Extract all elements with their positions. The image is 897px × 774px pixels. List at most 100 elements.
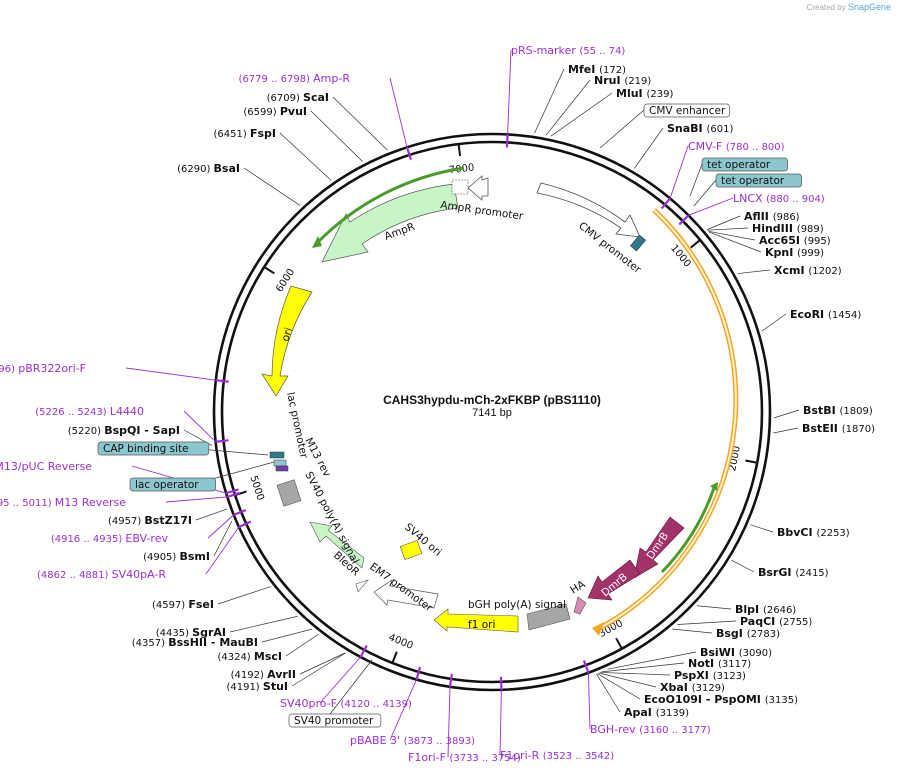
ori-arrow[interactable] [261,285,313,397]
boxed-feature-label[interactable]: CAP binding site [103,443,189,455]
enzyme-site-label[interactable]: AflII (986) [744,210,800,223]
primer-label[interactable]: (5226 .. 5243) L4440 [35,405,144,418]
boxed-feature-label[interactable]: lac operator [135,479,199,491]
enzyme-site-label[interactable]: (4597) FseI [152,598,214,611]
enzyme-leader [708,230,756,241]
primer-label[interactable]: (4995 .. 5011) M13 Reverse [0,496,126,509]
boxed-feature-label[interactable]: tet operator [707,159,771,171]
primer-site-mark [678,214,690,226]
enzyme-site-label[interactable]: EcoO109I - PspOMI (3135) [644,693,798,706]
f1-ori-arrow[interactable] [433,608,519,633]
f1-ori-label: f1 ori [468,619,495,631]
primer-label[interactable]: (5008 .. 5030) M13/pUC Reverse [0,460,92,473]
primer-label[interactable]: pBABE 3' (3873 .. 3893) [350,734,475,747]
primer-label[interactable]: LNCX (880 .. 904) [733,192,825,205]
enzyme-site-label[interactable]: EcoRI (1454) [790,308,861,321]
enzyme-site-label[interactable]: Acc65I (995) [759,234,831,247]
enzyme-site-label[interactable]: (5220) BspQI - SapI [68,424,180,437]
tick-mark [745,459,758,464]
enzyme-leader [696,605,732,610]
enzyme-site-label[interactable]: BbvCI (2253) [777,526,850,539]
enzyme-site-label[interactable]: BsgI (2783) [716,627,780,640]
primer-label[interactable]: (4916 .. 4935) EBV-rev [51,532,169,545]
cds-orange-core [595,209,737,631]
primer-label[interactable]: F1ori-F (3733 .. 3754) [408,751,521,764]
enzyme-site-label[interactable]: KpnI (999) [765,246,824,259]
green-insert-arc [660,487,716,574]
enzyme-site-label[interactable]: (4324) MscI [217,650,282,663]
enzyme-site-label[interactable]: NotI (3117) [688,657,751,670]
enzyme-leader [709,231,762,253]
primer-leader [389,679,417,741]
primer-leader [389,77,408,148]
enzyme-site-label[interactable]: PspXI (3123) [674,669,746,682]
bgh-polya-block[interactable] [526,603,571,631]
enzyme-leader [677,620,737,625]
enzyme-site-label[interactable]: MluI (239) [616,87,673,100]
enzyme-site-label[interactable]: (6290) BsaI [177,162,240,175]
primer-label[interactable]: pRS-marker (55 .. 74) [511,44,625,57]
enzyme-site-label[interactable]: (4957) BstZ17I [108,514,192,527]
enzyme-site-label[interactable]: MfeI (172) [568,63,626,76]
primer-label[interactable]: SV40pro-F (4120 .. 4139) [280,697,412,710]
enzyme-site-label[interactable]: XbaI (3129) [660,681,725,694]
enzyme-site-label[interactable]: PaqCI (2755) [740,615,812,628]
enzyme-leader [550,92,613,137]
primer-leader [499,689,502,756]
ampr-promoter-arrow[interactable] [467,175,489,201]
enzyme-leader [596,673,621,713]
dmrb-arrow-2[interactable] [587,559,641,601]
tick-mark [615,637,623,650]
created-by-text: Created by [806,3,846,12]
ampr-arrow[interactable] [321,183,459,263]
primer-label[interactable]: (5477 .. 5496) pBR322ori-F [0,362,86,375]
enzyme-site-label[interactable]: (6709) ScaI [267,91,329,104]
enzyme-site-label[interactable]: (4905) BsmI [143,550,210,563]
enzyme-site-label[interactable]: (4357) BssHII - MauBI [132,636,258,649]
ampr-green-line [316,166,465,244]
boxed-feature-label[interactable]: CMV enhancer [649,105,726,117]
enzyme-site-label[interactable]: (4191) StuI [226,680,288,693]
boxed-label-leader [329,659,373,715]
snapgene-brand: Created by SnapGene [807,2,891,12]
enzyme-site-label[interactable]: BstBI (1809) [803,404,873,417]
enzyme-site-label[interactable]: ApaI (3139) [624,706,689,719]
primer-label[interactable]: F1ori-R (3523 .. 3542) [500,749,614,762]
enzyme-site-label[interactable]: BsiWI (3090) [700,646,772,659]
backbone-inner [220,140,764,684]
em7-promoter-arrow[interactable] [373,579,439,609]
boxed-label-box [643,103,730,118]
enzyme-site-label[interactable]: BlpI (2646) [735,603,796,616]
primer-label[interactable]: (4862 .. 4881) SV40pA-R [37,568,166,581]
sv40-ori-block[interactable] [399,539,423,561]
cmv-promoter-arrow[interactable] [536,182,641,238]
boxed-label-box [288,713,382,728]
primer-label[interactable]: CMV-F (780 .. 800) [688,140,785,153]
enzyme-leader [310,110,363,162]
enzyme-site-label[interactable]: NruI (219) [594,74,651,87]
plasmid-name: CAHS3hypdu-mCh-2xFKBP (pBS1110) [383,393,601,407]
plasmid-size: 7141 bp [472,407,512,419]
sv40-polya-block[interactable] [276,479,302,507]
enzyme-site-label[interactable]: BsrGI (2415) [758,566,829,579]
enzyme-site-label[interactable]: (4192) AvrII [231,668,296,681]
primer-site-mark [582,660,590,674]
boxed-feature-label[interactable]: tet operator [721,175,785,187]
primer-leader [688,197,734,216]
dmrb-arrow-1[interactable] [633,516,685,579]
primer-label[interactable]: BGH-rev (3160 .. 3177) [590,723,711,736]
enzyme-site-label[interactable]: BstEII (1870) [802,422,875,435]
primer-labels: pRS-marker (55 .. 74) CMV-F (780 .. 800) L… [0,44,825,764]
ha-tag[interactable] [573,596,587,615]
bleor-arrow[interactable] [309,521,365,569]
enzyme-leader [285,633,319,657]
enzyme-site-label[interactable]: HindIII (989) [752,222,824,235]
enzyme-site-label[interactable]: XcmI (1202) [774,264,842,277]
enzyme-site-label[interactable]: (6451) FspI [214,127,276,140]
enzyme-site-label[interactable]: SnaBI (601) [667,122,733,135]
boxed-feature-label[interactable]: SV40 promoter [294,715,374,727]
enzyme-site-label[interactable]: (6599) PvuI [243,105,307,118]
enzyme-site-label[interactable]: (4435) SgrAI [156,626,226,639]
primer-label[interactable]: (6779 .. 6798) Amp-R [239,72,351,85]
